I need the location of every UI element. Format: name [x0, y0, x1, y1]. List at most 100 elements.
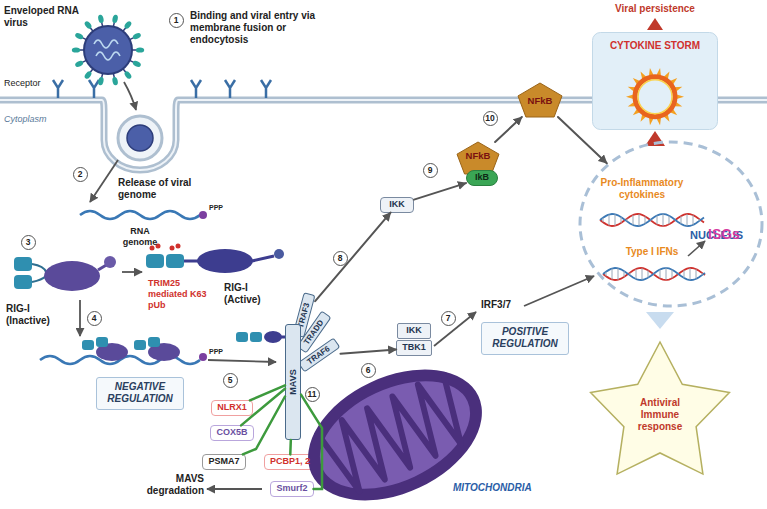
nucleus-outline	[578, 140, 764, 308]
kinase-box: IKK	[380, 197, 414, 212]
nfkb-pentagon: NFkB	[518, 83, 562, 117]
dna-rung	[615, 214, 616, 225]
kinase-box: IKK	[397, 323, 431, 338]
spike-head	[83, 20, 92, 30]
text-label: Release of viral genome	[118, 177, 213, 201]
text-label: Pro-Inflammatory cytokines	[594, 177, 690, 201]
callout-number: 3	[21, 235, 36, 250]
mavs-arrow	[208, 360, 276, 362]
up-triangle	[647, 18, 663, 30]
entry-arrow	[124, 82, 136, 110]
text-label: PPP	[209, 204, 223, 212]
callout-number: 5	[223, 373, 238, 388]
down-triangle	[646, 312, 674, 329]
dna	[600, 214, 705, 280]
receptor-symbol	[89, 80, 99, 98]
dna-rung	[699, 219, 700, 221]
dna-rung	[621, 217, 622, 223]
virus-genome	[94, 40, 120, 60]
text-label: Viral persistence	[600, 3, 710, 15]
text-label: RNA genome	[112, 226, 168, 248]
virus-spikes	[72, 14, 144, 86]
mitochondria: MITOCHONDRIA	[303, 370, 487, 500]
dna-rung	[639, 214, 640, 226]
activation-arrow	[495, 117, 522, 142]
spike-head	[72, 47, 80, 52]
node-text: PSMA7	[208, 456, 239, 466]
activation-arrow	[122, 271, 142, 273]
node-text: TBK1	[402, 342, 426, 352]
dna-rung	[630, 273, 631, 276]
ikb-pill: IkB	[466, 170, 498, 185]
nucleus: NUCLEUS	[578, 140, 764, 308]
dna-rung	[642, 268, 643, 280]
node-text: Smurf2	[276, 483, 307, 493]
node-text: COX5B	[216, 427, 247, 437]
dna-rung	[627, 219, 628, 222]
release-arrow	[90, 160, 118, 202]
spike-head	[97, 77, 104, 86]
dna-rung	[660, 270, 661, 279]
callout-number: 1	[169, 13, 184, 28]
node-text: MITOCHONDRIA	[453, 482, 532, 493]
node-text: MAVS	[288, 369, 298, 394]
text-label: Binding and viral entry via membrane fus…	[190, 10, 340, 46]
spike-head	[123, 70, 132, 80]
callout-number: 4	[87, 311, 102, 326]
regulator-box: NLRX1	[211, 400, 253, 415]
dna-strand	[600, 214, 704, 226]
irf-nucleus-arrow	[524, 276, 594, 306]
receptor-symbol	[261, 80, 271, 98]
node-text: NFkB	[528, 95, 553, 106]
dna-rung	[624, 271, 625, 277]
spike-head	[112, 77, 119, 86]
callout-number: 7	[441, 311, 456, 326]
spike-head	[112, 14, 119, 23]
node-text: IkB	[475, 172, 489, 182]
spike-head	[136, 47, 144, 52]
nfkb-pentagon: NFkB	[457, 142, 499, 174]
ppp-cap	[199, 211, 207, 219]
inhibition-line	[250, 385, 285, 400]
activation-arrow	[315, 213, 390, 302]
text-label: IRF3/7	[481, 299, 511, 311]
rig-i-active	[146, 244, 284, 274]
virus-in-endosome	[127, 125, 153, 151]
dna-strand	[603, 268, 705, 280]
rna-genome	[80, 211, 200, 219]
dna-rung	[690, 268, 691, 280]
callout-number: 10	[483, 111, 498, 126]
dna-rung	[684, 270, 685, 278]
text-label: RIG-I (Inactive)	[6, 303, 70, 327]
dna-rung	[696, 269, 697, 279]
text-label: PPP	[209, 348, 223, 356]
node-text: IKK	[389, 199, 405, 209]
rig-i-on-rna	[82, 337, 180, 361]
text-label: Receptor	[4, 78, 41, 89]
spike-head	[132, 60, 142, 68]
dna-strand	[600, 214, 704, 226]
receptor-symbol	[225, 80, 235, 98]
node-text: Antiviral Immune response	[629, 397, 691, 433]
node-text: POSITIVE REGULATION	[492, 326, 557, 350]
text-label: TRIM25 mediated K63 pUb	[148, 278, 220, 310]
dna-rung	[663, 214, 664, 226]
text-label: ISGs	[708, 226, 740, 243]
regulation-box: NEGATIVE REGULATION	[96, 377, 184, 410]
response-star: Antiviral Immune response	[585, 340, 735, 490]
dna-rung	[633, 215, 634, 225]
node-text: NFkB	[466, 150, 491, 161]
activation-arrow	[340, 349, 396, 353]
callout-number: 6	[361, 363, 376, 378]
degradation-arrow	[207, 488, 262, 490]
dna-rung	[687, 214, 688, 226]
node-text: NEGATIVE REGULATION	[107, 381, 172, 405]
dna-rung	[693, 215, 694, 225]
regulator-box: PCBP1, 2	[264, 454, 316, 469]
dna-rung	[606, 272, 607, 276]
spike-head	[97, 14, 104, 23]
regulator-box: COX5B	[210, 425, 253, 440]
dna-rung	[657, 216, 658, 225]
regulation-box: POSITIVE REGULATION	[481, 322, 569, 355]
receptor-symbol	[53, 80, 63, 98]
